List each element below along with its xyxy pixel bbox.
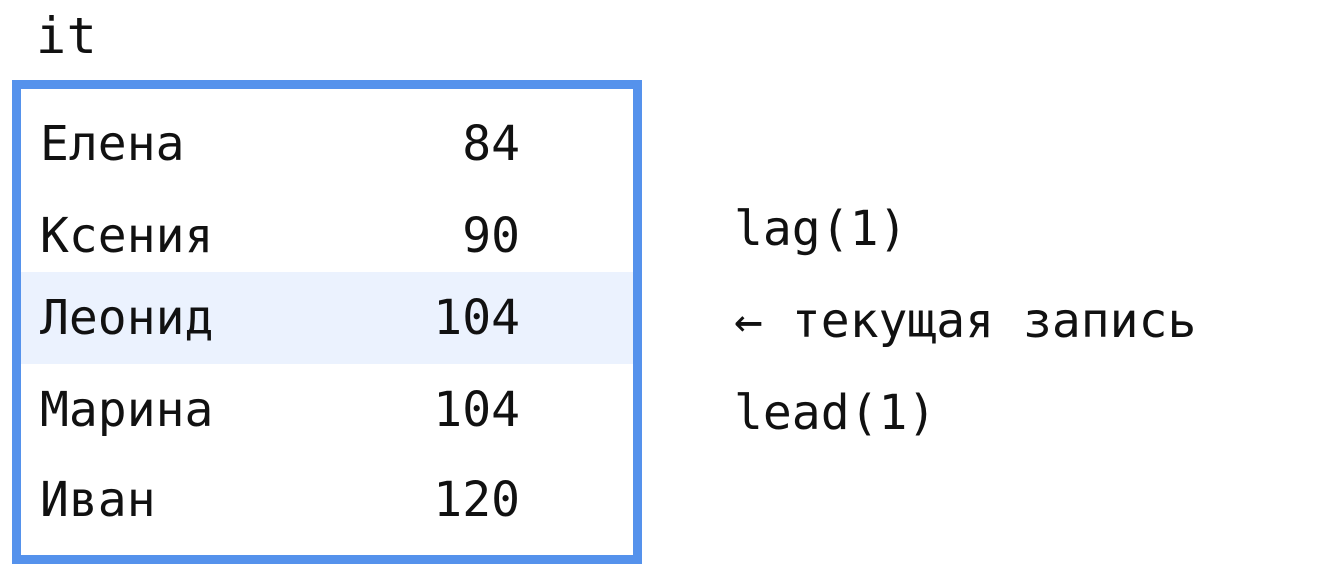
employee-name: Ксения	[40, 208, 214, 264]
current-row-annotation: ← текущая запись	[734, 293, 1197, 349]
employee-name: Иван	[40, 472, 156, 528]
table-row: Елена 84	[21, 98, 633, 190]
current-row: Леонид 104	[21, 272, 633, 364]
employee-name: Леонид	[40, 290, 214, 346]
salary-value: 90	[462, 208, 520, 264]
table-row: Марина 104	[21, 364, 633, 456]
lead-annotation: lead(1)	[734, 385, 937, 441]
employee-name: Марина	[40, 382, 214, 438]
partition-frame: Елена 84 Ксения 90 Леонид 104 Марина 104…	[12, 80, 642, 564]
table-row: Иван 120	[21, 454, 633, 546]
lag-annotation: lag(1)	[734, 201, 908, 257]
salary-value: 104	[433, 382, 520, 438]
partition-label: it	[36, 7, 98, 65]
salary-value: 104	[433, 290, 520, 346]
salary-value: 120	[433, 472, 520, 528]
salary-value: 84	[462, 116, 520, 172]
employee-name: Елена	[40, 116, 185, 172]
table-row: Ксения 90	[21, 190, 633, 282]
